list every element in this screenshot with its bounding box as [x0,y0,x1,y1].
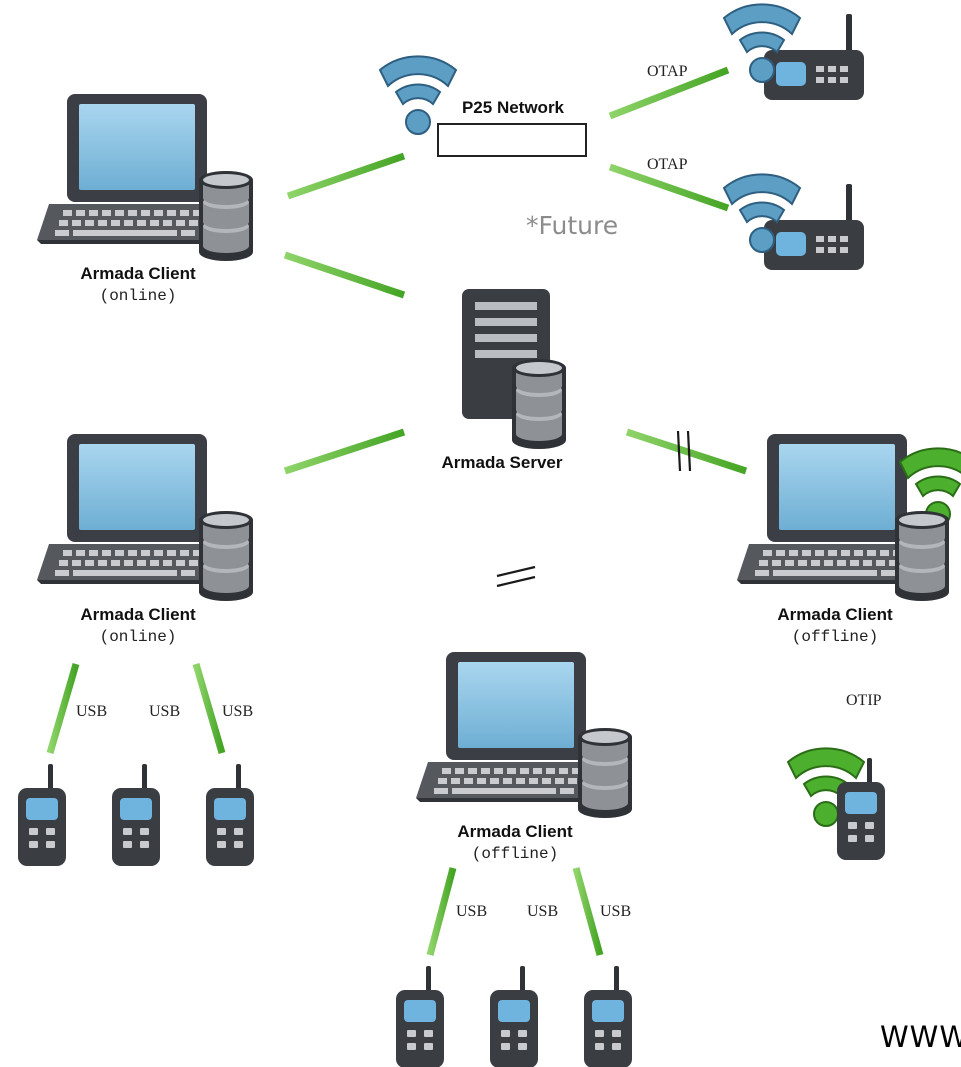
client-status: (offline) [472,845,558,863]
handheld-radio-icon [112,764,160,866]
otip-label: OTIP [846,692,882,709]
future-label: *Future [526,211,618,240]
link-server-client3 [625,428,748,475]
handheld-radio-icon [18,764,66,866]
radio-otip [787,747,885,860]
usb-label-left-2: USB [149,703,180,720]
client-2: Armada Client (online) [37,434,253,646]
usb-label-bottom-3: USB [600,903,631,920]
link-network-mobile2 [608,163,730,212]
break-marks [496,430,692,588]
client-label: Armada Client [80,264,196,283]
link-network-mobile1 [608,66,730,120]
mobile-radio-2 [723,173,864,270]
handheld-radio-icon [584,966,632,1067]
link-client1-network [286,152,406,200]
mobile-radio-icon [764,14,864,100]
client-status: (offline) [792,628,878,646]
client-label: Armada Client [80,605,196,624]
database-icon [578,728,632,818]
radios-left [18,764,254,866]
usb-label-left-3: USB [222,703,253,720]
client-label: Armada Client [457,822,573,841]
handheld-radio-icon [396,966,444,1067]
armada-server: Armada Server [442,289,566,472]
network-label: P25 Network [462,98,565,117]
watermark-text: WWW [880,1020,961,1054]
client-4: Armada Client (offline) [416,652,632,863]
server-label: Armada Server [442,453,563,472]
usb-label-left-1: USB [76,703,107,720]
client-3: Armada Client (offline) [737,434,961,646]
client-1: Armada Client (online) [37,94,253,305]
link-usb-left-3 [192,663,226,754]
link-usb-bottom-1 [426,867,457,956]
link-client1-server [283,251,406,299]
network-box [437,123,587,157]
handheld-radio-icon [206,764,254,866]
mobile-radio-1 [723,3,864,100]
otap-label-1: OTAP [647,63,688,80]
database-icon [512,359,566,449]
link-usb-bottom-3 [572,867,604,956]
database-icon [199,171,253,261]
database-icon [895,511,949,601]
otap-label-2: OTAP [647,156,688,173]
link-server-client2 [283,428,406,475]
database-icon [199,511,253,601]
client-status: (online) [100,287,177,305]
handheld-radio-icon [837,758,885,860]
handheld-radio-icon [490,966,538,1067]
mobile-radio-icon [764,184,864,270]
link-usb-left-1 [46,663,80,754]
connection-lines [46,66,836,956]
usb-label-bottom-2: USB [527,903,558,920]
p25-network: P25 Network [379,55,587,157]
client-label: Armada Client [777,605,893,624]
client-status: (online) [100,628,177,646]
wifi-broadcast-icon [379,55,457,136]
radios-bottom [396,966,632,1067]
usb-label-bottom-1: USB [456,903,487,920]
